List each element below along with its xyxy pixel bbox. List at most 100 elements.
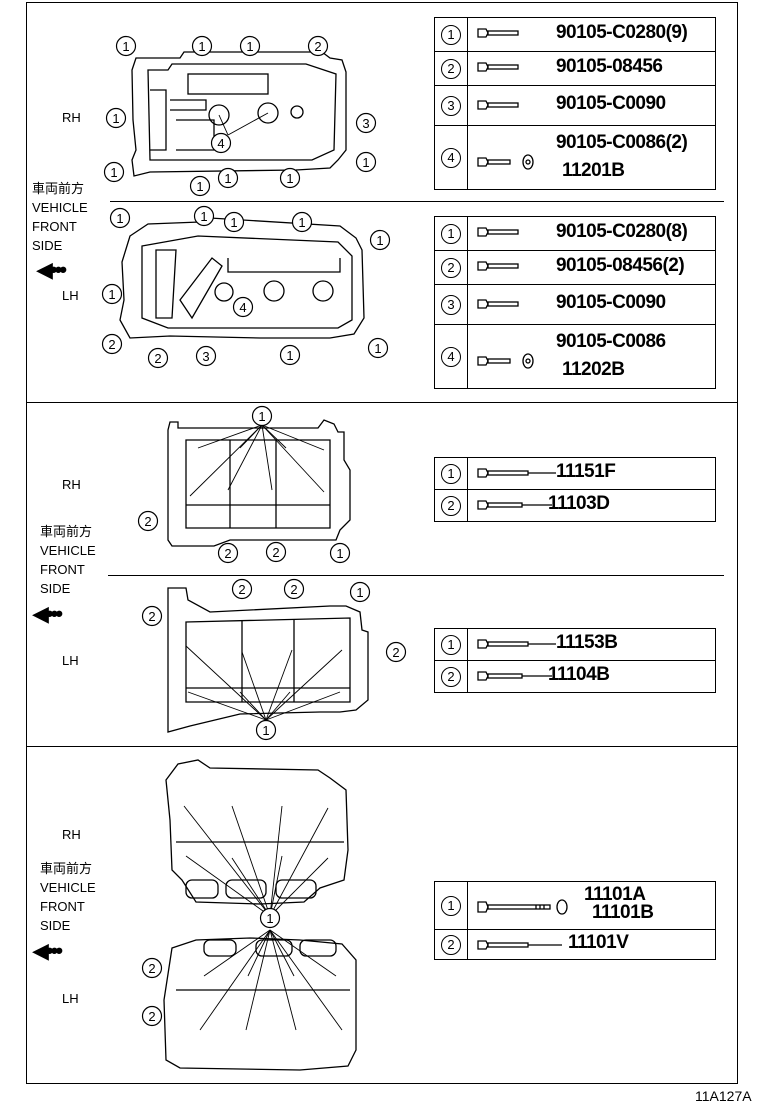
svg-text:2: 2 xyxy=(224,546,231,561)
part-number[interactable]: 90105-C0280(8) xyxy=(555,221,688,242)
svg-text:1: 1 xyxy=(376,233,383,248)
bolt-icon xyxy=(476,297,522,316)
ref-number: 2 xyxy=(440,257,461,278)
lh-label: LH xyxy=(62,653,79,668)
svg-text:1: 1 xyxy=(198,39,205,54)
bolt-icon xyxy=(476,98,522,117)
part-number[interactable]: 11101V xyxy=(567,932,629,953)
svg-text:1: 1 xyxy=(262,723,269,738)
svg-text:1: 1 xyxy=(116,211,123,226)
parts-table-camshaft-housing-lh: 1 11153B 2 11104B xyxy=(434,628,717,693)
bolt-icon xyxy=(476,225,522,244)
front-arrow-icon: ◀••• xyxy=(32,938,63,963)
section-divider xyxy=(26,746,738,747)
svg-text:1: 1 xyxy=(108,287,115,302)
lh-camshaft-housing-drawing xyxy=(167,587,369,733)
svg-text:2: 2 xyxy=(272,545,279,560)
ref-number: 1 xyxy=(440,223,461,244)
rh-label: RH xyxy=(62,110,81,125)
rh-cylinder-head-drawing xyxy=(165,759,349,905)
front-arrow-icon: ◀••• xyxy=(36,257,67,282)
svg-text:2: 2 xyxy=(154,351,161,366)
parts-table-camshaft-housing-rh: 1 11151F 2 11103D xyxy=(434,457,717,522)
ref-number: 1 xyxy=(440,634,461,655)
svg-text:2: 2 xyxy=(314,39,321,54)
part-number[interactable]: 11101B xyxy=(591,902,654,923)
part-number[interactable]: 90105-08456(2) xyxy=(555,255,685,276)
bolt-icon xyxy=(476,669,556,688)
svg-text:1: 1 xyxy=(224,171,231,186)
part-number[interactable]: 11151F xyxy=(555,461,616,482)
ref-number: 3 xyxy=(440,294,461,315)
rh-camshaft-housing-drawing xyxy=(167,419,351,547)
svg-text:2: 2 xyxy=(148,1009,155,1024)
ref-number: 2 xyxy=(440,58,461,79)
svg-text:2: 2 xyxy=(144,514,151,529)
svg-text:4: 4 xyxy=(239,300,246,315)
ref-number: 1 xyxy=(440,24,461,45)
svg-text:1: 1 xyxy=(286,348,293,363)
diagram-code: 11A127A xyxy=(695,1088,752,1104)
part-number[interactable]: 11201B xyxy=(561,160,625,181)
svg-text:1: 1 xyxy=(266,911,273,926)
svg-text:4: 4 xyxy=(217,136,224,151)
ref-number: 1 xyxy=(440,463,461,484)
svg-text:2: 2 xyxy=(238,582,245,597)
svg-text:2: 2 xyxy=(392,645,399,660)
front-arrow-icon: ◀••• xyxy=(32,601,63,626)
ref-number: 4 xyxy=(440,346,461,367)
svg-text:1: 1 xyxy=(110,165,117,180)
part-number[interactable]: 90105-C0090 xyxy=(555,93,666,114)
part-number[interactable]: 11101A xyxy=(583,884,646,905)
rh-label: RH xyxy=(62,827,81,842)
bolt-icon xyxy=(476,938,566,957)
part-number[interactable]: 90105-08456 xyxy=(555,56,663,77)
part-number[interactable]: 90105-C0086 xyxy=(555,331,666,352)
svg-text:1: 1 xyxy=(112,111,119,126)
part-number[interactable]: 90105-C0090 xyxy=(555,292,666,313)
part-number[interactable]: 90105-C0086(2) xyxy=(555,132,688,153)
ref-number: 2 xyxy=(440,495,461,516)
svg-text:1: 1 xyxy=(298,215,305,230)
bolt-icon xyxy=(476,637,556,656)
lh-cylinder-head-drawing xyxy=(163,937,357,1071)
lh-label: LH xyxy=(62,288,79,303)
bolt-with-washer-icon xyxy=(476,897,586,922)
part-number[interactable]: 11202B xyxy=(561,359,625,380)
svg-text:1: 1 xyxy=(122,39,129,54)
bolt-with-washer-icon xyxy=(476,349,556,380)
ref-number: 2 xyxy=(440,666,461,687)
svg-text:2: 2 xyxy=(148,961,155,976)
svg-text:1: 1 xyxy=(258,409,265,424)
rh-label: RH xyxy=(62,477,81,492)
ref-number: 3 xyxy=(440,95,461,116)
ref-number: 2 xyxy=(440,934,461,955)
svg-text:1: 1 xyxy=(230,215,237,230)
parts-table-head-cover-lh: 1 90105-C0280(8) 2 90105-08456(2) 3 9010… xyxy=(434,216,717,389)
section-divider xyxy=(110,201,724,202)
ref-number: 1 xyxy=(440,895,461,916)
svg-text:1: 1 xyxy=(286,171,293,186)
svg-text:1: 1 xyxy=(196,179,203,194)
svg-text:1: 1 xyxy=(200,209,207,224)
bolt-icon xyxy=(476,466,556,485)
section-divider xyxy=(108,575,724,576)
svg-text:2: 2 xyxy=(148,609,155,624)
svg-text:1: 1 xyxy=(356,585,363,600)
part-number[interactable]: 90105-C0280(9) xyxy=(555,22,688,43)
svg-text:1: 1 xyxy=(362,155,369,170)
svg-text:2: 2 xyxy=(108,337,115,352)
lh-label: LH xyxy=(62,991,79,1006)
bolt-icon xyxy=(476,60,522,79)
part-number[interactable]: 11103D xyxy=(547,493,610,514)
part-number[interactable]: 11153B xyxy=(555,632,618,653)
parts-table-head-cover-rh: 1 90105-C0280(9) 2 90105-08456 3 90105-C… xyxy=(434,17,717,190)
ref-number: 4 xyxy=(440,147,461,168)
svg-text:3: 3 xyxy=(362,116,369,131)
svg-text:1: 1 xyxy=(336,546,343,561)
part-number[interactable]: 11104B xyxy=(547,664,610,685)
